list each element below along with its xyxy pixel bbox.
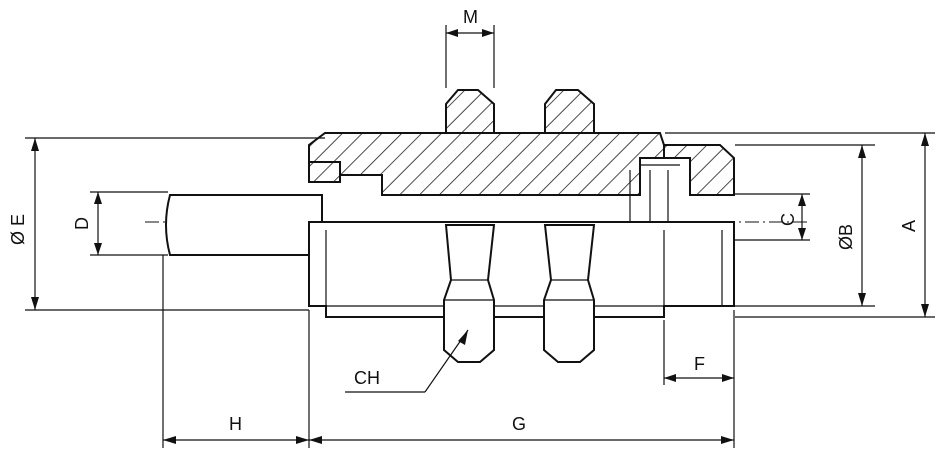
label-h: H xyxy=(229,414,242,434)
dimension-g: G xyxy=(309,385,735,448)
dimension-m: M xyxy=(445,7,495,88)
label-d: D xyxy=(72,217,92,230)
label-a: A xyxy=(899,220,919,232)
dimension-ch: CH xyxy=(345,329,469,393)
hatched-section xyxy=(308,89,735,222)
label-diameter-b: ØB xyxy=(836,224,856,250)
dimension-f: F xyxy=(663,310,735,385)
dimension-a: A xyxy=(665,132,935,318)
dimension-d: D xyxy=(72,191,168,256)
dimension-diameter-e: Ø E xyxy=(8,137,325,311)
label-ch: CH xyxy=(354,368,380,388)
label-m: M xyxy=(463,7,478,27)
connector-body xyxy=(308,221,735,318)
dimension-c: C xyxy=(735,193,810,241)
label-c: C xyxy=(778,213,798,226)
lock-nut-1 xyxy=(443,224,496,363)
label-diameter-e: Ø E xyxy=(8,214,28,245)
dimension-diameter-b: ØB xyxy=(735,144,875,307)
label-f: F xyxy=(694,354,705,374)
label-g: G xyxy=(512,414,526,434)
pin xyxy=(165,194,323,256)
dimension-h: H xyxy=(162,255,310,448)
lock-nut-2 xyxy=(543,224,596,363)
